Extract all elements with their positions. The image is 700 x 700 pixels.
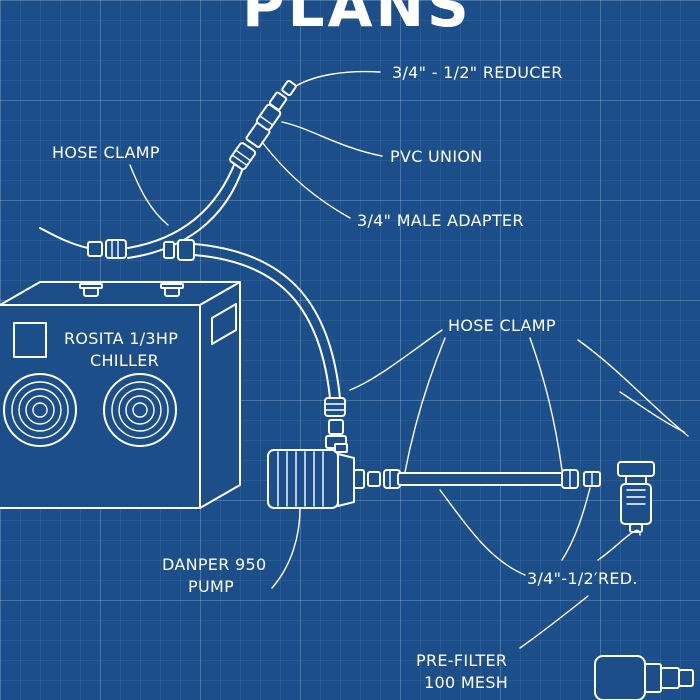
label-male-adapter: 3/4" MALE ADAPTER [357, 211, 524, 230]
pvc-pipe [397, 472, 567, 486]
label-chiller-line1: ROSITA 1/3HP [64, 329, 178, 348]
lower-pipe-assembly [367, 461, 655, 533]
label-pvc-union: PVC UNION [390, 147, 483, 166]
label-hose-clamp-mid: HOSE CLAMP [448, 316, 556, 335]
hose-to-pump [163, 239, 347, 449]
pump-unit [267, 443, 365, 509]
label-reducer-bottom: 3/4"-1/2′RED. [527, 569, 638, 588]
fitting-left-1 [87, 241, 103, 257]
page-title: PLANS [242, 0, 472, 40]
hose-clamp-top-fitting [229, 142, 257, 171]
upper-hose-assembly [39, 80, 297, 259]
label-prefilter-line1: PRE-FILTER [416, 651, 507, 670]
label-pump-line2: PUMP [188, 577, 234, 596]
label-reducer-top: 3/4" - 1/2" REDUCER [392, 63, 563, 82]
fitting-mid-2 [177, 239, 195, 261]
label-hose-clamp-top: HOSE CLAMP [52, 143, 160, 162]
hose-clamp-left [105, 239, 127, 259]
label-prefilter-line2: 100 MESH [424, 673, 508, 692]
label-chiller-line2: CHILLER [90, 351, 159, 370]
pre-filter [617, 461, 655, 533]
partial-component-bottom-right [594, 655, 694, 700]
fitting-pump-top [324, 397, 346, 417]
hose-upper-a [127, 159, 237, 249]
fitting-mid-1 [163, 241, 175, 259]
fan-grille-right [103, 373, 177, 447]
reducer-fitting-b [281, 80, 297, 96]
hose-upper-b [127, 164, 245, 259]
leader-lines [129, 70, 689, 649]
hose-stub-left [39, 227, 89, 249]
label-pump-line1: DANPER 950 [162, 555, 266, 574]
fan-grille-left [3, 373, 77, 447]
chiller-unit [0, 281, 241, 509]
reducer-fitting-a [268, 91, 288, 111]
